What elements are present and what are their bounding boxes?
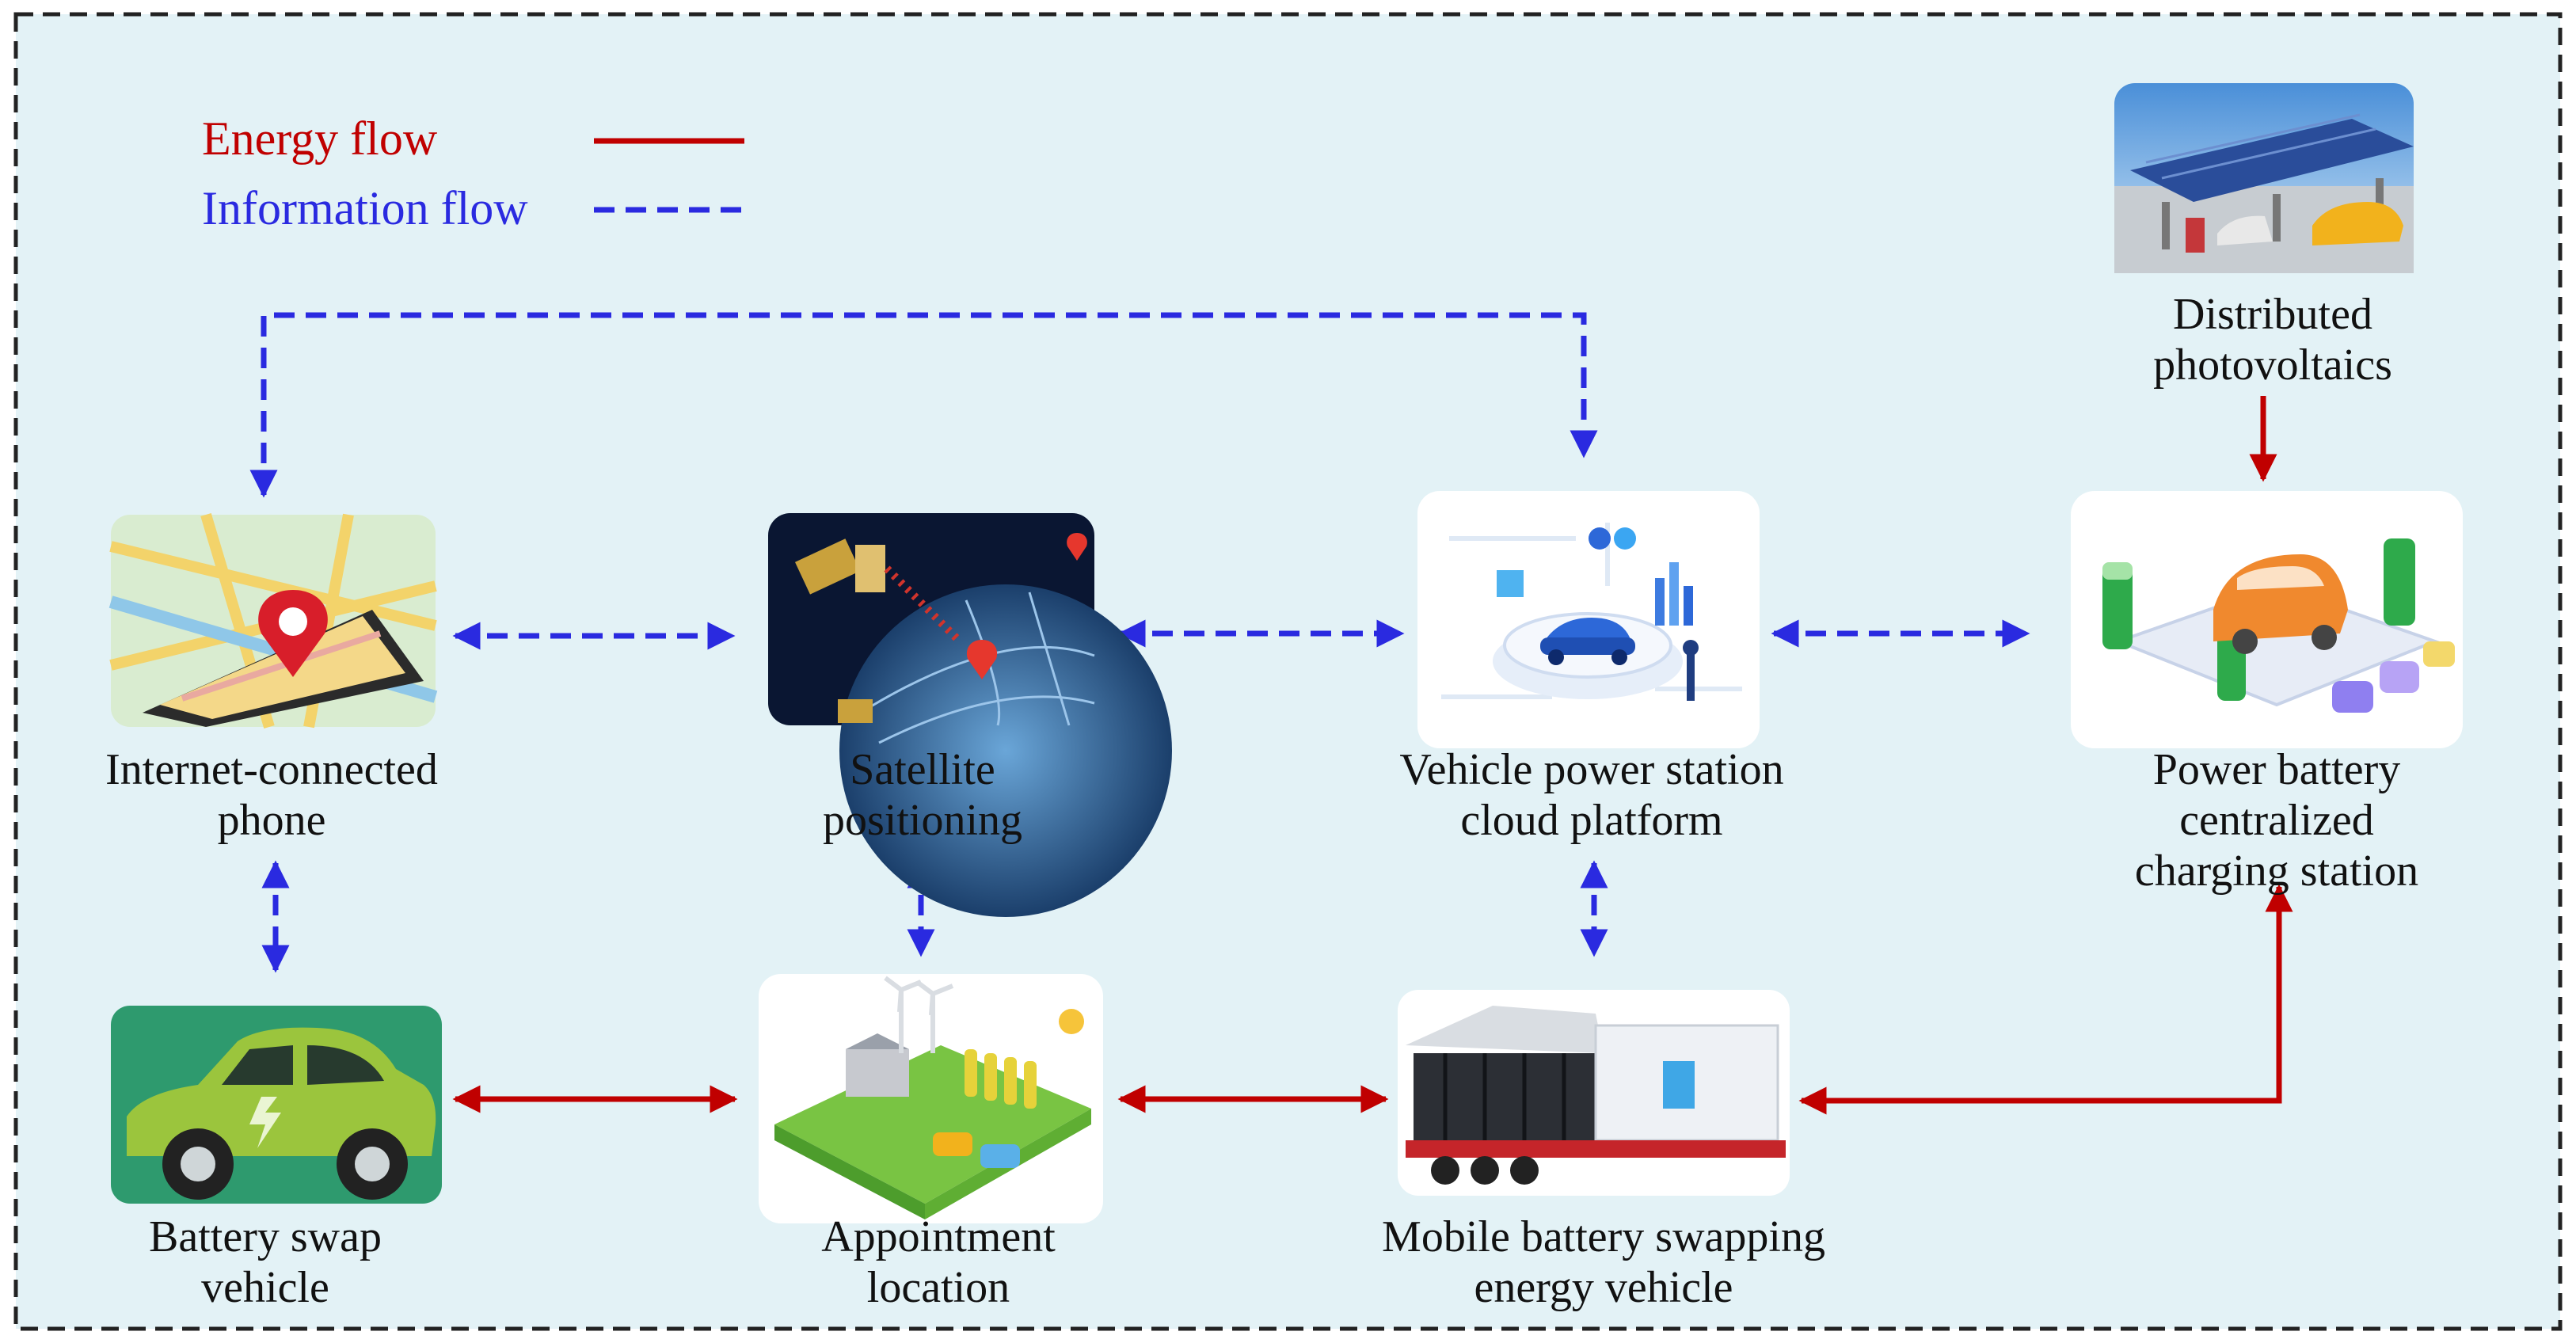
label-mobile-swap: Mobile battery swapping energy vehicle [1382, 1212, 1825, 1312]
solar-carport-icon [2114, 83, 2414, 273]
battery-truck-icon [1398, 990, 1790, 1196]
charging-station-icon [2071, 491, 2463, 748]
energy-link-mobileswap-charging [1798, 884, 2293, 1115]
label-swap-vehicle: Battery swap vehicle [149, 1212, 382, 1312]
label-phone: Internet-connected phone [105, 745, 438, 845]
cloud-platform-icon [1417, 491, 1760, 748]
info-link-phone-cloud [249, 312, 1598, 498]
label-appointment: Appointment location [821, 1212, 1056, 1312]
label-cloud: Vehicle power station cloud platform [1399, 745, 1784, 845]
legend-energy-label: Energy flow [202, 112, 438, 165]
label-photovoltaics: Distributed photovoltaics [2153, 290, 2392, 390]
label-satellite: Satellite positioning [822, 745, 1023, 845]
information-flow-links [249, 312, 2030, 973]
electric-car-icon [111, 1006, 442, 1204]
satellite-globe-icon [768, 513, 1172, 917]
energy-flow-links [452, 396, 2293, 1115]
legend-information-label: Information flow [202, 182, 528, 234]
energy-hub-icon [759, 974, 1103, 1223]
smartphone-map-pin-icon [108, 512, 438, 729]
label-charging-station: Power battery centralized charging stati… [2134, 745, 2419, 896]
